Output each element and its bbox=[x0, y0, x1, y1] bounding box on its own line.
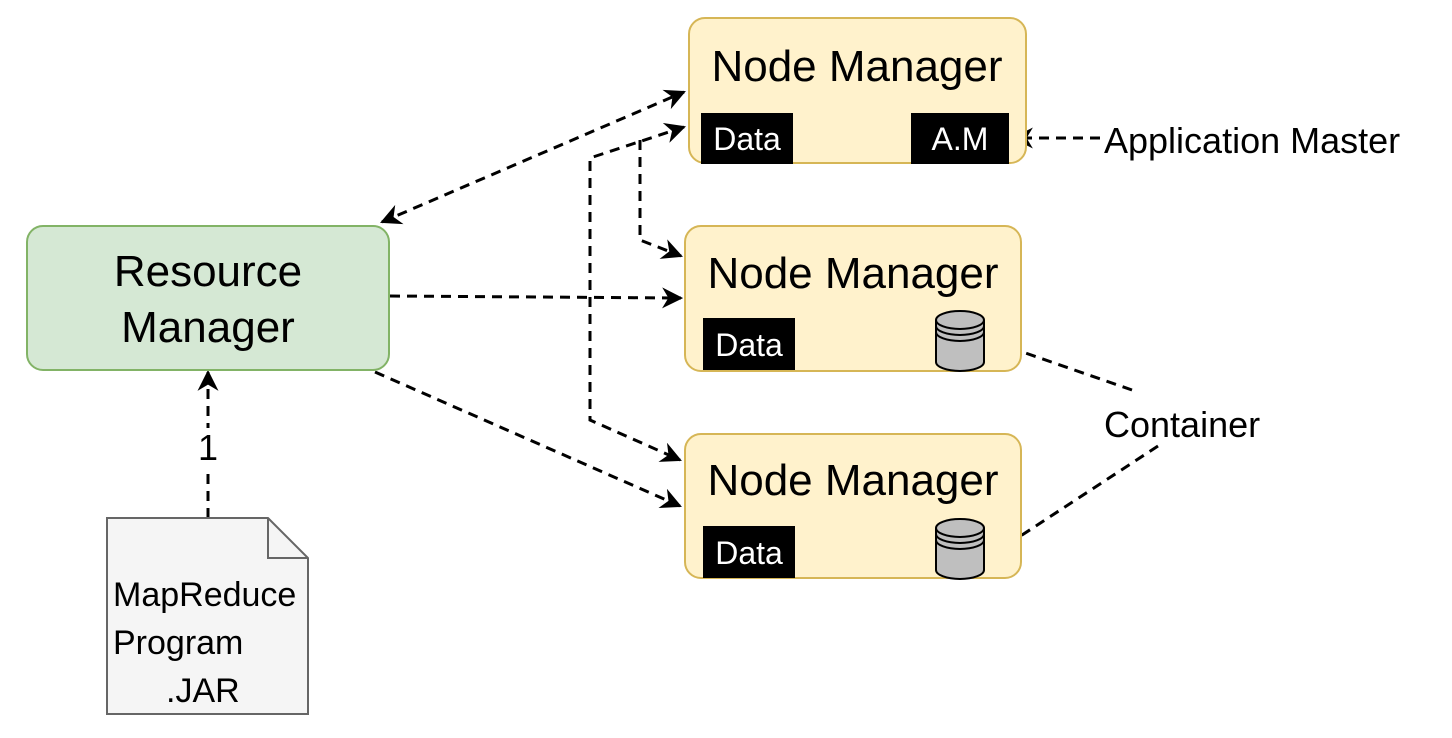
rm-to-nm2-arrow bbox=[389, 287, 684, 309]
node-manager-2-data-label: Data bbox=[715, 327, 783, 363]
container-cylinder-icon bbox=[935, 518, 985, 580]
document-label-line1: MapReduce bbox=[113, 576, 296, 614]
node-manager-2-title: Node Manager bbox=[707, 249, 998, 298]
node-manager-3: Node Manager Data bbox=[684, 433, 1022, 580]
node-manager-1-data-badge bbox=[701, 113, 793, 164]
resource-manager-label-line1: Resource bbox=[114, 247, 302, 296]
step-label-bg bbox=[194, 428, 222, 468]
nm1-to-nm3-arrow bbox=[588, 122, 686, 462]
resource-manager-node: Resource Manager bbox=[26, 225, 390, 371]
rm-to-nm1-arrow bbox=[380, 89, 686, 225]
container-label: Container bbox=[1104, 404, 1260, 445]
node-manager-2-data-badge bbox=[703, 318, 795, 370]
document-label-line3: .JAR bbox=[166, 672, 240, 710]
mapreduce-jar-document: MapReduce Program .JAR bbox=[106, 517, 309, 715]
node-manager-3-data-badge bbox=[703, 526, 795, 578]
submit-step-label: 1 bbox=[198, 427, 218, 468]
document-label-line2: Program bbox=[113, 624, 243, 662]
resource-manager-label-line2: Manager bbox=[121, 303, 295, 352]
application-master-badge bbox=[911, 113, 1009, 164]
application-master-label: Application Master bbox=[1104, 120, 1400, 161]
nm1-to-nm2-arrow bbox=[638, 140, 683, 259]
node-manager-1-data-label: Data bbox=[713, 121, 781, 157]
node-manager-1-title: Node Manager bbox=[711, 42, 1002, 91]
document-fold bbox=[267, 518, 308, 559]
application-master-badge-label: A.M bbox=[932, 121, 989, 157]
container-cylinder-icon bbox=[935, 310, 985, 372]
node-manager-3-title: Node Manager bbox=[707, 456, 998, 505]
node-manager-1: Node Manager Data A.M bbox=[688, 17, 1027, 164]
resource-manager-box bbox=[26, 225, 390, 371]
document-icon bbox=[106, 517, 309, 715]
node-manager-2: Node Manager Data bbox=[684, 225, 1022, 372]
node-manager-3-data-label: Data bbox=[715, 535, 783, 571]
rm-to-nm3-arrow bbox=[374, 370, 682, 509]
